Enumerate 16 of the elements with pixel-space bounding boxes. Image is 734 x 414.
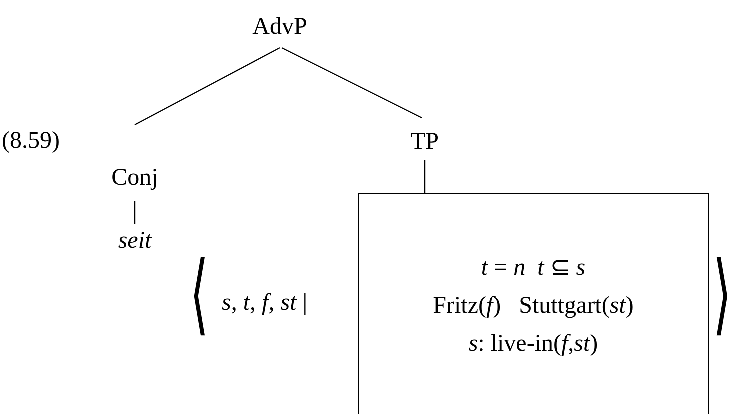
tree-branch (134, 47, 280, 126)
condition-text: t = n t ⊆ s (480, 254, 587, 283)
angle-bracket: ⟩ (713, 250, 732, 338)
category-label: Conj (95, 165, 175, 197)
word-label: seit (105, 228, 165, 258)
tree-branch (134, 201, 136, 224)
discourse-referents: s, t, f, st | (222, 290, 308, 316)
category-label: AdvP (240, 14, 320, 44)
angle-bracket: ⟨ (190, 250, 209, 338)
condition-text: Fritz(f) Stuttgart(st) (432, 292, 635, 321)
tree-branch (424, 160, 426, 193)
drs-box (358, 193, 709, 414)
category-label: TP (400, 129, 450, 159)
condition-text: s: live-in(f,st) (468, 330, 600, 359)
example-number: (8.59) (2, 128, 60, 154)
tree-branch (282, 47, 422, 119)
